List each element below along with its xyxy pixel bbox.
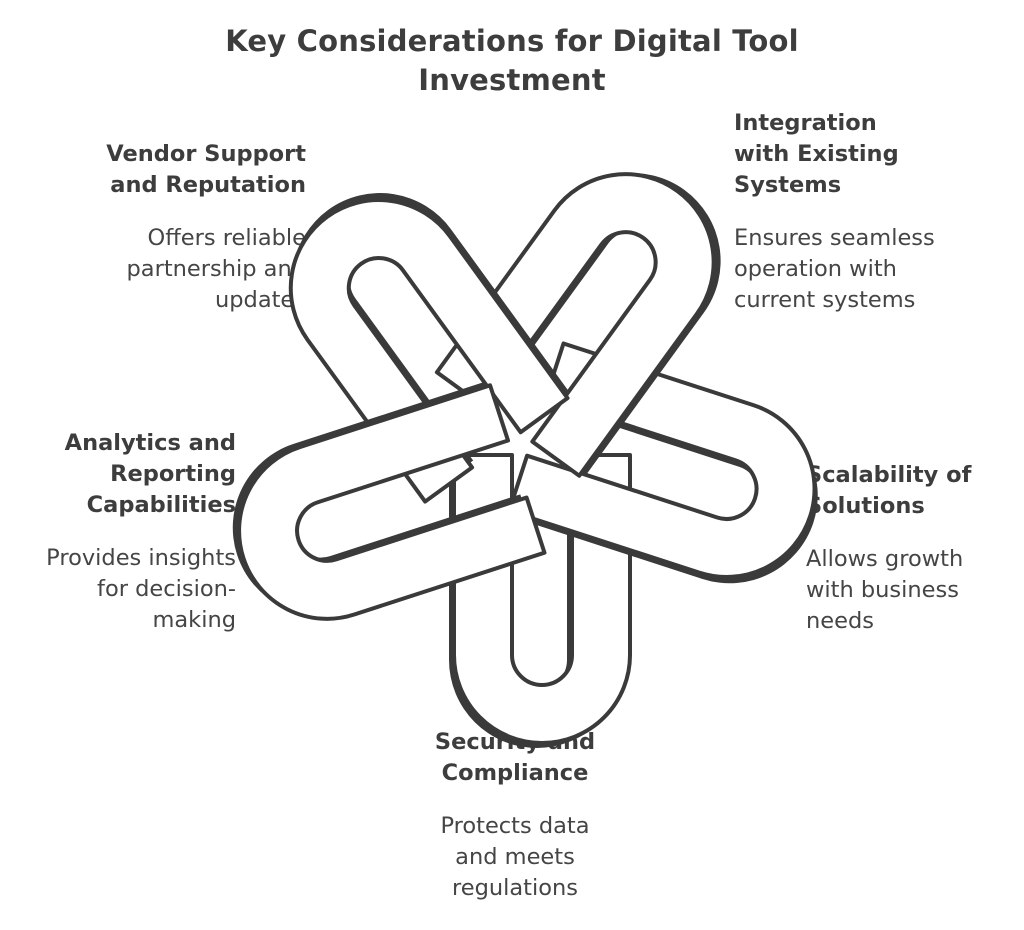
security-desc-line-1: Protects data [440,813,590,839]
integration-desc-line-3: current systems [734,287,916,313]
analytics-desc-line-2: for decision- [97,576,236,602]
vendor-desc-line-2: partnership and [126,256,307,282]
analytics-heading-line-2: Reporting [110,461,236,487]
analytics-desc-line-1: Provides insights [46,545,236,571]
vendor-heading-line-1: Vendor Support [106,141,306,167]
scalability-desc-line-3: needs [806,608,874,634]
security-description: Protects data and meets regulations [380,811,650,904]
integration-heading-line-3: Systems [734,172,842,198]
scalability-heading-line-1: Scalability of [806,462,972,488]
integration-heading-line-1: Integration [734,110,877,136]
integration-heading: Integration with Existing Systems [734,108,1014,201]
analytics-desc-line-3: making [152,607,236,633]
integration-description: Ensures seamless operation with current … [734,223,1014,316]
title-line-2: Investment [418,63,606,97]
integration-desc-line-1: Ensures seamless [734,225,935,251]
vendor-desc-line-1: Offers reliable [147,225,306,251]
scalability-block: Scalability of Solutions Allows growth w… [806,460,1016,637]
security-desc-line-2: and meets [455,844,575,870]
title-line-1: Key Considerations for Digital Tool [225,24,799,58]
analytics-heading-line-1: Analytics and [64,430,236,456]
security-desc-line-3: regulations [451,875,578,901]
scalability-heading: Scalability of Solutions [806,460,1016,522]
analytics-heading: Analytics and Reporting Capabilities [10,428,236,521]
knot-lobe-left [232,382,547,621]
analytics-block: Analytics and Reporting Capabilities Pro… [10,428,236,636]
integration-heading-line-2: with Existing [734,141,899,167]
knot-lobe-left-band [237,383,547,621]
vendor-heading-line-2: and Reputation [110,172,306,198]
analytics-description: Provides insights for decision- making [10,543,236,636]
knot-lobes [232,172,818,748]
security-heading-line-2: Compliance [441,760,589,786]
diagram-title: Key Considerations for Digital Tool Inve… [112,22,912,100]
integration-block: Integration with Existing Systems Ensure… [734,108,1014,316]
analytics-heading-line-3: Capabilities [86,492,236,518]
vendor-support-heading: Vendor Support and Reputation [40,139,306,201]
vendor-support-block: Vendor Support and Reputation Offers rel… [40,139,306,316]
scalability-desc-line-2: with business [806,577,959,603]
scalability-heading-line-2: Solutions [806,493,925,519]
scalability-description: Allows growth with business needs [806,544,1016,637]
integration-desc-line-2: operation with [734,256,897,282]
scalability-desc-line-1: Allows growth [806,546,964,572]
